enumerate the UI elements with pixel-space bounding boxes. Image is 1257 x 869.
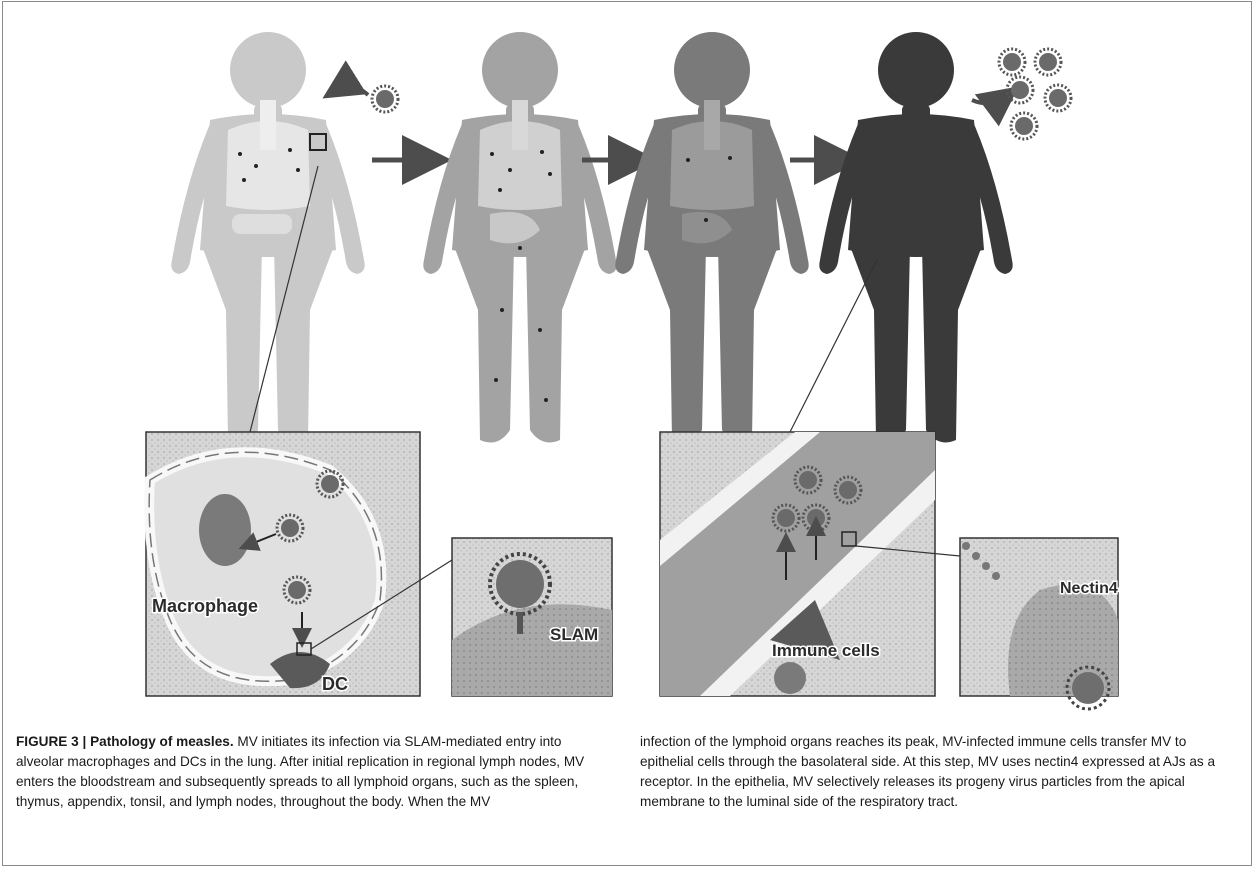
slam-inset: SLAM <box>452 538 612 696</box>
lung-tissue-inset: Macrophage DC <box>146 432 420 696</box>
slam-label: SLAM <box>550 625 598 644</box>
figure-title: Pathology of measles. <box>90 734 234 749</box>
child-stage-3 <box>615 32 808 442</box>
released-viruses <box>999 49 1071 139</box>
dc-label: DC <box>322 674 348 694</box>
child-stage-1 <box>171 32 364 442</box>
figure-illustration: Macrophage DC SLAM Immune cells N <box>0 0 1257 730</box>
caption-left-column: FIGURE 3 | Pathology of measles. MV init… <box>16 732 596 812</box>
child-stage-4 <box>819 32 1012 442</box>
epithelium-inset: Immune cells <box>660 432 935 696</box>
exhale-arrow-icon <box>972 96 1006 103</box>
figure-label: FIGURE 3 | <box>16 734 90 749</box>
inhale-arrow-icon <box>336 86 368 95</box>
child-stage-2 <box>423 32 616 442</box>
immune-cells-label: Immune cells <box>772 641 880 660</box>
nectin4-label: Nectin4 <box>1060 580 1118 597</box>
caption-right-column: infection of the lymphoid organs reaches… <box>640 732 1240 812</box>
virus-particle-icon <box>372 86 398 112</box>
macrophage-label: Macrophage <box>152 596 258 616</box>
caption-right-text: infection of the lymphoid organs reaches… <box>640 734 1215 809</box>
nectin4-inset: Nectin4 <box>960 538 1118 709</box>
